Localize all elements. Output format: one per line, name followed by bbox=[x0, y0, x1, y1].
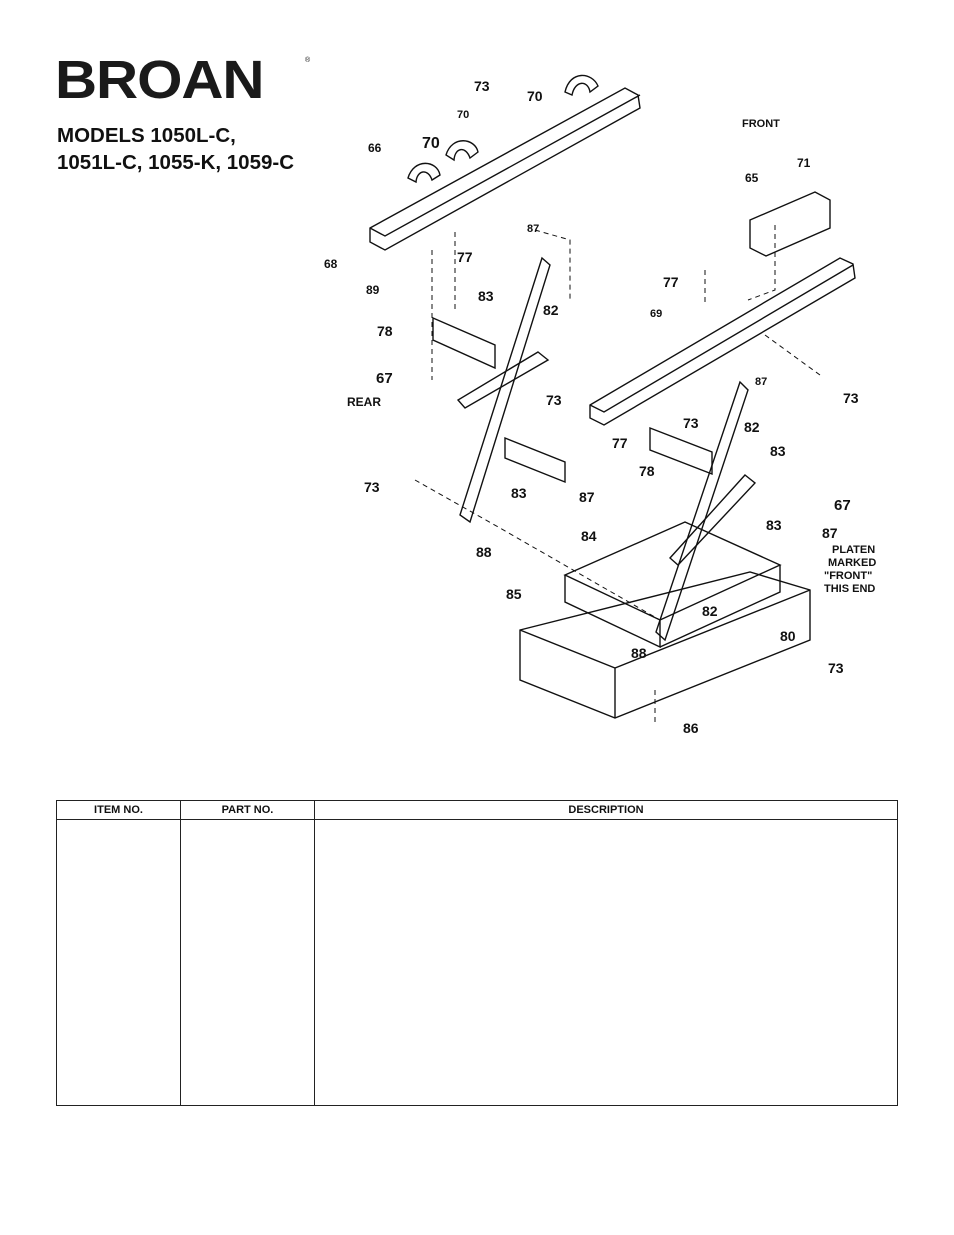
models-line-2: 1051L-C, 1055-K, 1059-C bbox=[57, 151, 295, 174]
callout-83: 83 bbox=[511, 485, 527, 501]
hook bbox=[407, 162, 441, 184]
callout-82: 82 bbox=[744, 419, 760, 435]
front-rail bbox=[589, 257, 856, 426]
callout-73: 73 bbox=[683, 415, 699, 431]
callout-77: 77 bbox=[612, 435, 628, 451]
callout-73: 73 bbox=[546, 392, 562, 408]
callout-87: 87 bbox=[822, 525, 838, 541]
callout-87: 87 bbox=[579, 489, 595, 505]
platen-note-line-1: PLATEN bbox=[832, 544, 875, 556]
callout-77: 77 bbox=[663, 274, 679, 290]
table-body-row bbox=[56, 819, 898, 1106]
callout-78: 78 bbox=[377, 323, 393, 339]
arm bbox=[669, 474, 757, 566]
parts-list-table: ITEM NO. PART NO. DESCRIPTION bbox=[56, 800, 898, 1106]
callout-82: 82 bbox=[702, 603, 718, 619]
callout-87: 87 bbox=[527, 223, 539, 235]
callout-70: 70 bbox=[457, 109, 469, 121]
item-no-header: ITEM NO. bbox=[56, 800, 181, 820]
broan-logo: BROAN ® bbox=[55, 50, 311, 110]
callout-78: 78 bbox=[639, 463, 655, 479]
exploded-parts-diagram: 73 70 70 70 66 68 89 77 87 83 82 78 67 7… bbox=[324, 74, 876, 736]
callout-82: 82 bbox=[543, 302, 559, 318]
callout-88: 88 bbox=[476, 544, 492, 560]
callout-68: 68 bbox=[324, 257, 338, 271]
callout-85: 85 bbox=[506, 586, 522, 602]
item-no-column bbox=[56, 819, 181, 1106]
callout-71: 71 bbox=[797, 156, 811, 170]
callout-66: 66 bbox=[368, 141, 382, 155]
rear-label: REAR bbox=[347, 395, 381, 409]
hook bbox=[445, 140, 479, 162]
arm bbox=[459, 256, 551, 524]
tube bbox=[649, 426, 713, 476]
bracket bbox=[749, 191, 831, 257]
callout-83: 83 bbox=[478, 288, 494, 304]
callout-84: 84 bbox=[581, 528, 597, 544]
callout-65: 65 bbox=[745, 171, 759, 185]
arm bbox=[655, 380, 749, 642]
callout-86: 86 bbox=[683, 720, 699, 736]
callout-73: 73 bbox=[364, 479, 380, 495]
table-header-row: ITEM NO. PART NO. DESCRIPTION bbox=[56, 800, 898, 820]
description-column bbox=[314, 819, 898, 1106]
tube bbox=[504, 436, 566, 484]
part-no-header: PART NO. bbox=[180, 800, 315, 820]
hook bbox=[564, 74, 599, 96]
platen-note-line-4: THIS END bbox=[824, 583, 875, 595]
description-header: DESCRIPTION bbox=[314, 800, 898, 820]
callout-73: 73 bbox=[828, 660, 844, 676]
pan bbox=[519, 571, 811, 719]
models-line-1: MODELS 1050L-C, bbox=[57, 124, 236, 147]
part-no-column bbox=[180, 819, 315, 1106]
platen-note-line-3: "FRONT" bbox=[824, 570, 872, 582]
callout-73: 73 bbox=[843, 390, 859, 406]
callout-69: 69 bbox=[650, 308, 662, 320]
rear-rail bbox=[369, 87, 641, 251]
tube bbox=[432, 316, 496, 370]
callout-70: 70 bbox=[527, 88, 543, 104]
callout-67: 67 bbox=[376, 370, 393, 387]
callout-83: 83 bbox=[770, 443, 786, 459]
models-heading: MODELS 1050L-C, 1051L-C, 1055-K, 1059-C bbox=[57, 122, 294, 176]
callout-89: 89 bbox=[366, 283, 380, 297]
callout-80: 80 bbox=[780, 628, 796, 644]
arm bbox=[456, 351, 550, 409]
callout-70: 70 bbox=[422, 135, 440, 152]
callout-77: 77 bbox=[457, 249, 473, 265]
front-label: FRONT bbox=[742, 118, 780, 130]
platen-note-line-2: MARKED bbox=[828, 557, 876, 569]
callout-83: 83 bbox=[766, 517, 782, 533]
callout-88: 88 bbox=[631, 645, 647, 661]
callout-67: 67 bbox=[834, 497, 851, 514]
platen bbox=[563, 521, 782, 621]
callout-87: 87 bbox=[755, 376, 767, 388]
brand-name: BROAN bbox=[55, 50, 265, 110]
registered-mark: ® bbox=[305, 57, 311, 64]
callout-73: 73 bbox=[474, 78, 490, 94]
